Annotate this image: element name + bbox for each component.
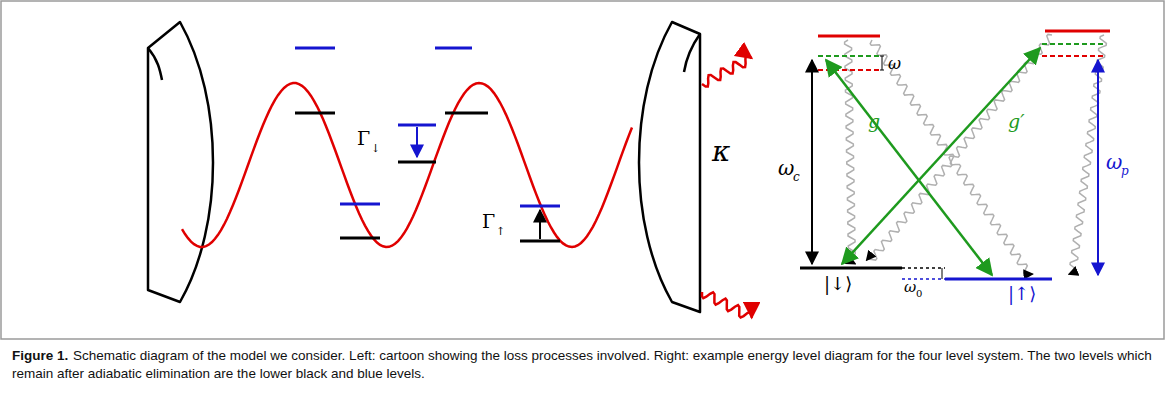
frequency-symbol: ω (1106, 152, 1122, 172)
state-label: |↓⟩ (824, 275, 852, 293)
standing-wave (182, 83, 632, 247)
coupling-arrow (842, 48, 1040, 264)
pump-frequency-arrow (1097, 60, 1099, 275)
figure-number: Figure 1. (12, 348, 68, 363)
atom-levels (295, 48, 560, 241)
decay-lines (845, 34, 1107, 274)
cavity-leak (702, 56, 752, 318)
cavity-field (182, 83, 632, 247)
frequency-symbol: ω (904, 280, 916, 295)
decay-arrow (416, 127, 418, 157)
cavity-loss-symbol: κ (712, 138, 730, 166)
right-mirror (639, 22, 700, 312)
photon-out (702, 56, 752, 87)
coupling-arrow (826, 60, 992, 275)
frequency-subscript: c (793, 171, 800, 183)
decay-line (870, 40, 1033, 275)
state-label: |↑⟩ (1008, 285, 1036, 303)
figure-frame (1, 1, 1164, 339)
frequency-symbol: ω (778, 158, 794, 178)
detuning-symbol: ω (888, 56, 901, 72)
coupling-symbol: g (868, 112, 880, 131)
caption-text: Schematic diagram of the model we consid… (12, 348, 1152, 381)
rate-subscript: ↓ (371, 143, 380, 154)
decay-line (1069, 35, 1107, 274)
rate-symbol: Γ (482, 212, 495, 231)
decay-line (845, 40, 856, 264)
figure-caption: Figure 1.Schematic diagram of the model … (12, 347, 1152, 383)
coupling-symbol: g′ (1008, 112, 1024, 131)
cavity-frequency-arrow (811, 60, 813, 264)
frequency-subscript: p (1121, 165, 1129, 177)
frequency-subscript: 0 (916, 289, 922, 299)
energy-levels (800, 31, 1110, 279)
left-mirror (148, 22, 213, 302)
photon-out (702, 292, 752, 318)
rate-subscript: ↑ (496, 226, 505, 237)
pump-arrow (539, 210, 541, 239)
rate-symbol: Γ (357, 129, 370, 148)
